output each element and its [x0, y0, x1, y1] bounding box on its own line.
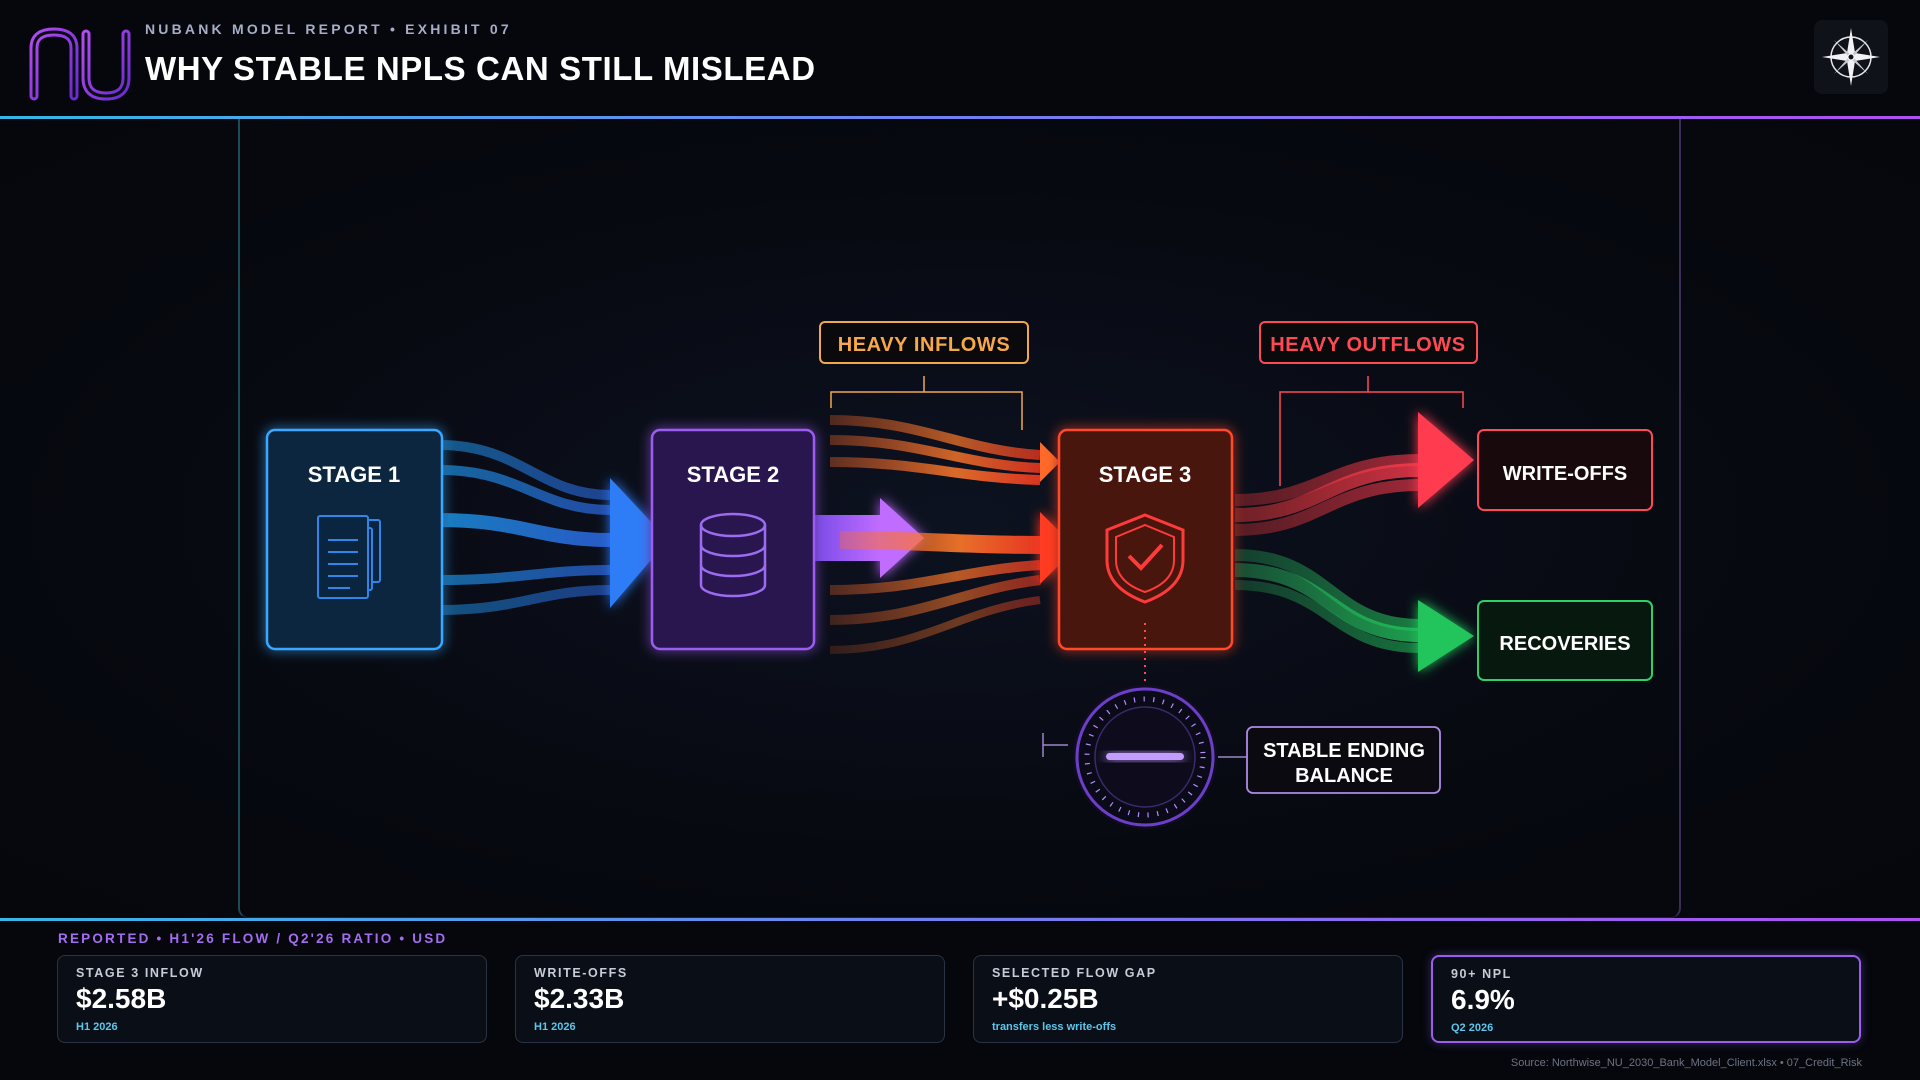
stable-balance-label-line1: STABLE ENDING	[1263, 740, 1425, 762]
flow-stage1-to-stage2	[439, 440, 668, 615]
gauge-icon	[1073, 685, 1217, 829]
metric-sub: Q2 2026	[1451, 1022, 1494, 1034]
metric-card-write-offs: WRITE-OFFS $2.33B H1 2026	[515, 955, 945, 1043]
heavy-inflows-callout: HEAVY INFLOWS	[819, 321, 1029, 364]
metric-value: 6.9%	[1451, 984, 1515, 1015]
metric-sub: transfers less write-offs	[992, 1021, 1117, 1033]
metric-label: WRITE-OFFS	[534, 966, 628, 980]
metric-card-flow-gap: SELECTED FLOW GAP +$0.25B transfers less…	[973, 955, 1403, 1043]
stage-3-label: STAGE 3	[1099, 462, 1192, 487]
metric-label: STAGE 3 INFLOW	[76, 966, 204, 980]
flow-stage3-to-writeoffs	[1234, 412, 1474, 536]
metric-label: SELECTED FLOW GAP	[992, 966, 1157, 980]
documents-icon	[317, 515, 381, 599]
header: NUBANK MODEL REPORT • EXHIBIT 07 WHY STA…	[0, 0, 1920, 118]
database-icon	[699, 512, 767, 598]
metric-card-npl: 90+ NPL 6.9% Q2 2026	[1431, 955, 1861, 1043]
recoveries-label: RECOVERIES	[1499, 633, 1630, 655]
metric-value: +$0.25B	[992, 983, 1099, 1014]
recoveries-box: RECOVERIES	[1477, 600, 1653, 681]
heavy-outflows-callout: HEAVY OUTFLOWS	[1259, 321, 1478, 364]
stable-balance-connector	[1042, 623, 1247, 758]
report-kicker: NUBANK MODEL REPORT • EXHIBIT 07	[145, 21, 512, 37]
flow-stage3-to-recoveries	[1234, 549, 1474, 672]
header-divider	[0, 116, 1920, 119]
nu-logo-icon	[29, 27, 131, 101]
shield-check-icon	[1105, 513, 1185, 604]
source-note: Source: Northwise_NU_2030_Bank_Model_Cli…	[1510, 1057, 1862, 1069]
writeoffs-box: WRITE-OFFS	[1477, 429, 1653, 511]
page-title: WHY STABLE NPLS CAN STILL MISLEAD	[145, 50, 816, 87]
metric-value: $2.58B	[76, 983, 167, 1014]
metrics-caption: REPORTED • H1'26 FLOW / Q2'26 RATIO • US…	[58, 931, 448, 946]
heavy-inflows-label: HEAVY INFLOWS	[838, 334, 1011, 356]
metric-card-stage3-inflow: STAGE 3 INFLOW $2.58B H1 2026	[57, 955, 487, 1043]
heavy-outflows-label: HEAVY OUTFLOWS	[1270, 334, 1465, 356]
writeoffs-label: WRITE-OFFS	[1503, 463, 1627, 485]
outflows-bracket	[1279, 376, 1464, 486]
metric-value: $2.33B	[534, 983, 625, 1014]
stable-balance-callout: STABLE ENDING BALANCE	[1246, 726, 1441, 794]
inflows-bracket	[830, 376, 1023, 430]
footer-divider	[0, 918, 1920, 921]
stage-3-box: STAGE 3	[1057, 428, 1234, 651]
stage-1-label: STAGE 1	[308, 462, 401, 487]
flow-stage2-to-stage3	[814, 415, 1076, 654]
stage-1-box: STAGE 1	[265, 428, 444, 651]
compass-icon	[1814, 20, 1888, 94]
metric-sub: H1 2026	[534, 1021, 576, 1033]
diagram-frame	[238, 119, 1681, 918]
stable-balance-label-line2: BALANCE	[1295, 765, 1393, 787]
stage-2-label: STAGE 2	[687, 462, 780, 487]
metric-sub: H1 2026	[76, 1021, 118, 1033]
metric-label: 90+ NPL	[1451, 967, 1512, 981]
stage-2-box: STAGE 2	[650, 428, 816, 651]
